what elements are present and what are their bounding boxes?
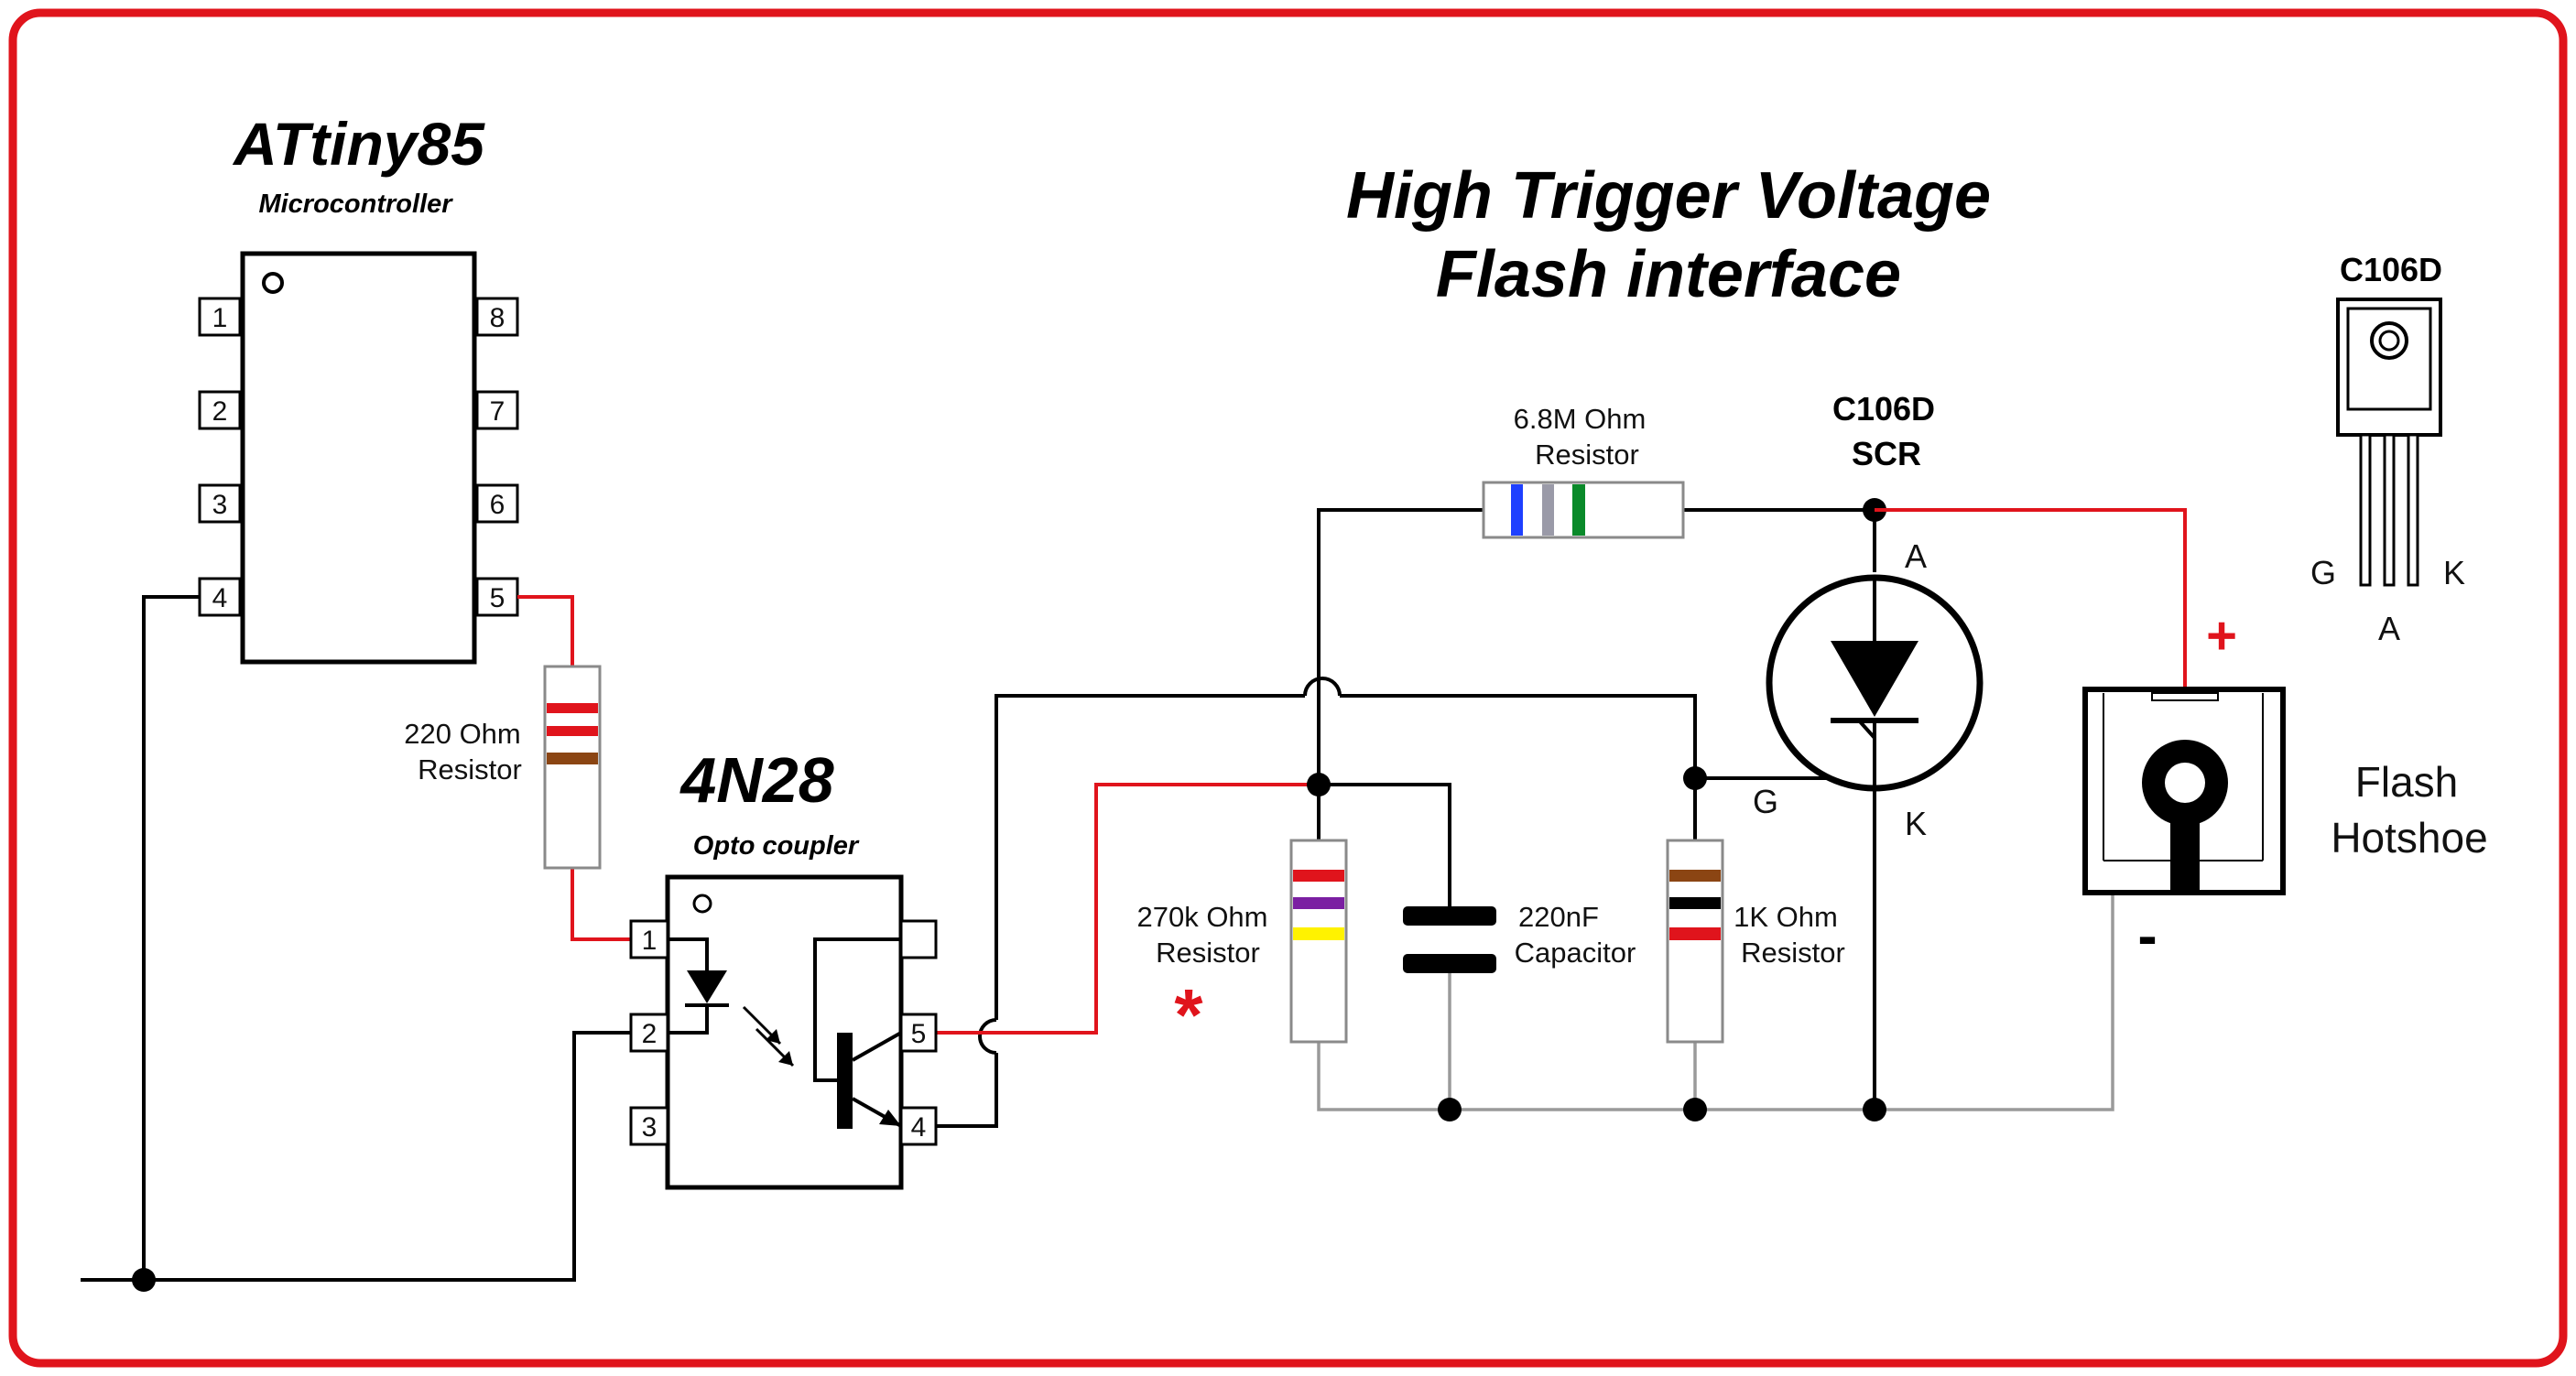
- r220-type: Resistor: [418, 753, 522, 786]
- scr-symbol: [1766, 574, 1984, 792]
- scr-cathode-label: K: [1905, 805, 1927, 842]
- ground-return-bus: [1317, 893, 2114, 1111]
- c220-type: Capacitor: [1515, 937, 1636, 969]
- hotshoe-minus-label: -: [2137, 903, 2157, 969]
- flash-hotshoe-icon: [2082, 687, 2286, 895]
- r68m-type: Resistor: [1535, 439, 1639, 471]
- resistor-6m8-ohm: [1482, 481, 1685, 539]
- attiny-pin-5: 5: [490, 583, 505, 613]
- opto-pin1-marker: [692, 894, 712, 914]
- r270k-asterisk: *: [1174, 974, 1203, 1056]
- wire-to-top-bus: [995, 694, 1305, 1020]
- signal-wire-r220-bottom: [571, 868, 631, 941]
- diagram-title-line-1: High Trigger Voltage: [1346, 159, 1991, 233]
- r1k-value: 1K Ohm: [1734, 901, 1838, 933]
- r270k-type: Resistor: [1156, 937, 1260, 969]
- wire-crossover-hop-1: [978, 1018, 997, 1055]
- ground-junction-cap: [1438, 1098, 1462, 1121]
- ground-junction: [132, 1268, 156, 1292]
- opto-pin-4: 4: [911, 1112, 927, 1143]
- r220-value: 220 Ohm: [404, 718, 521, 750]
- opto-light-arrows-icon: [742, 1005, 795, 1067]
- opto-phototransistor-icon: [813, 937, 902, 1129]
- wire-opto-emitter-loop: [936, 1053, 998, 1128]
- package-g-label: G: [2310, 554, 2336, 591]
- attiny-pin-4: 4: [212, 583, 228, 613]
- attiny-pin-2: 2: [212, 396, 228, 427]
- hotshoe-plus-label: +: [2206, 606, 2237, 666]
- opto-pin-2: 2: [642, 1019, 658, 1049]
- package-name: C106D: [2340, 251, 2442, 288]
- signal-wire-opto-collector: [936, 783, 1319, 1035]
- opto-internal-led-icon: [668, 937, 729, 1035]
- opto-subtitle: Opto coupler: [693, 831, 860, 861]
- opto-pin-5: 5: [911, 1019, 927, 1049]
- scr-gate-label: G: [1753, 783, 1778, 820]
- package-a-label: A: [2378, 610, 2400, 647]
- attiny-pin-7: 7: [490, 396, 505, 427]
- hotshoe-line-2: Hotshoe: [2331, 814, 2487, 861]
- opto-pin-1: 1: [642, 926, 658, 956]
- wire-crossover-hop-2: [1303, 677, 1342, 697]
- pin1-marker: [262, 272, 284, 294]
- package-to126-icon: [2336, 298, 2442, 587]
- ground-bus: [81, 1031, 631, 1282]
- ground-wire-attiny: [142, 595, 200, 1280]
- r68m-value: 6.8M Ohm: [1514, 403, 1647, 435]
- wire-top-bus-to-1k: [1340, 694, 1697, 778]
- resistor-270k-ohm: [1289, 839, 1348, 1044]
- attiny-pin-3: 3: [212, 490, 228, 520]
- attiny-subtitle: Microcontroller: [258, 190, 453, 219]
- ground-junction-cathode: [1863, 1098, 1886, 1121]
- capacitor-220nf: [1403, 906, 1496, 973]
- scr-anode-label: A: [1905, 537, 1927, 575]
- r1k-type: Resistor: [1741, 937, 1845, 969]
- attiny-pin-8: 8: [490, 303, 505, 333]
- signal-wire-r220-top: [517, 595, 574, 666]
- hotshoe-line-1: Flash: [2355, 758, 2458, 806]
- ground-junction-1k: [1683, 1098, 1707, 1121]
- frame-border: [8, 8, 2568, 1368]
- attiny-chip: [198, 251, 519, 665]
- attiny-pin-6: 6: [490, 490, 505, 520]
- opto-pin-3: 3: [642, 1112, 658, 1143]
- diagram-title-line-2: Flash interface: [1436, 238, 1901, 311]
- resistor-1k-ohm: [1666, 839, 1724, 1044]
- wire-6m8-left: [1317, 508, 1484, 879]
- r270k-value: 270k Ohm: [1136, 901, 1267, 933]
- attiny-name: ATtiny85: [232, 110, 485, 178]
- node-junction-270k: [1307, 773, 1331, 796]
- scr-name: C106D: [1832, 390, 1935, 428]
- resistor-220-ohm: [543, 665, 602, 870]
- opto-name: 4N28: [679, 744, 833, 816]
- package-k-label: K: [2443, 554, 2465, 591]
- wire-to-capacitor: [1319, 783, 1451, 906]
- attiny-pin-1: 1: [212, 303, 228, 333]
- c220-value: 220nF: [1518, 901, 1599, 933]
- scr-type: SCR: [1852, 435, 1921, 472]
